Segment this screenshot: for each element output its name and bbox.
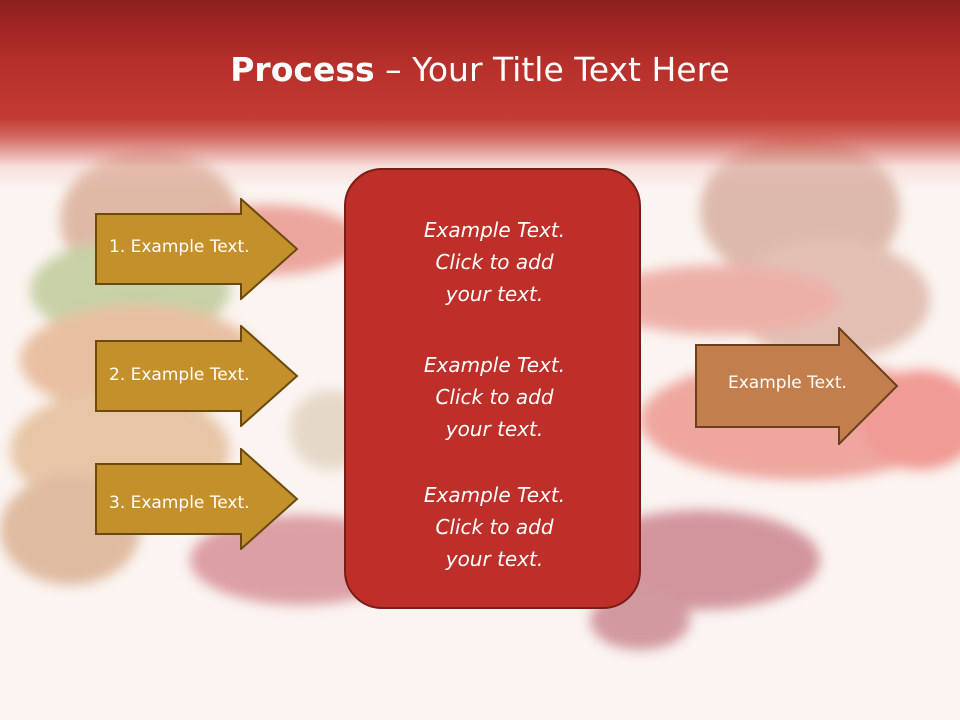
left-arrow-2[interactable]: 2. Example Text. — [95, 325, 299, 427]
center-block-3-line2: Click to add — [435, 515, 554, 539]
left-arrow-2-label: 2. Example Text. — [109, 365, 250, 385]
title-rest: – Your Title Text Here — [374, 50, 730, 89]
center-block-3: Example Text. Click to add your text. — [346, 479, 643, 575]
center-text-box[interactable]: Example Text. Click to add your text. Ex… — [344, 168, 641, 609]
right-arrow[interactable]: Example Text. — [695, 327, 899, 445]
title-bar — [0, 0, 960, 190]
center-block-1: Example Text. Click to add your text. — [346, 214, 643, 310]
center-block-1-line3: your text. — [445, 282, 544, 306]
center-block-2-line2: Click to add — [435, 385, 554, 409]
right-arrow-label: Example Text. — [728, 373, 847, 393]
center-block-2: Example Text. Click to add your text. — [346, 349, 643, 445]
center-block-3-line3: your text. — [445, 547, 544, 571]
center-block-3-line1: Example Text. — [423, 483, 566, 507]
center-block-2-line3: your text. — [445, 417, 544, 441]
slide-title[interactable]: Process – Your Title Text Here — [0, 50, 960, 89]
left-arrow-3-label: 3. Example Text. — [109, 493, 250, 513]
center-block-1-line2: Click to add — [435, 250, 554, 274]
left-arrow-3[interactable]: 3. Example Text. — [95, 448, 299, 550]
center-block-2-line1: Example Text. — [423, 353, 566, 377]
left-arrow-1[interactable]: 1. Example Text. — [95, 198, 299, 300]
center-block-1-line1: Example Text. — [423, 218, 566, 242]
left-arrow-1-label: 1. Example Text. — [109, 237, 250, 257]
title-bold: Process — [230, 50, 375, 89]
